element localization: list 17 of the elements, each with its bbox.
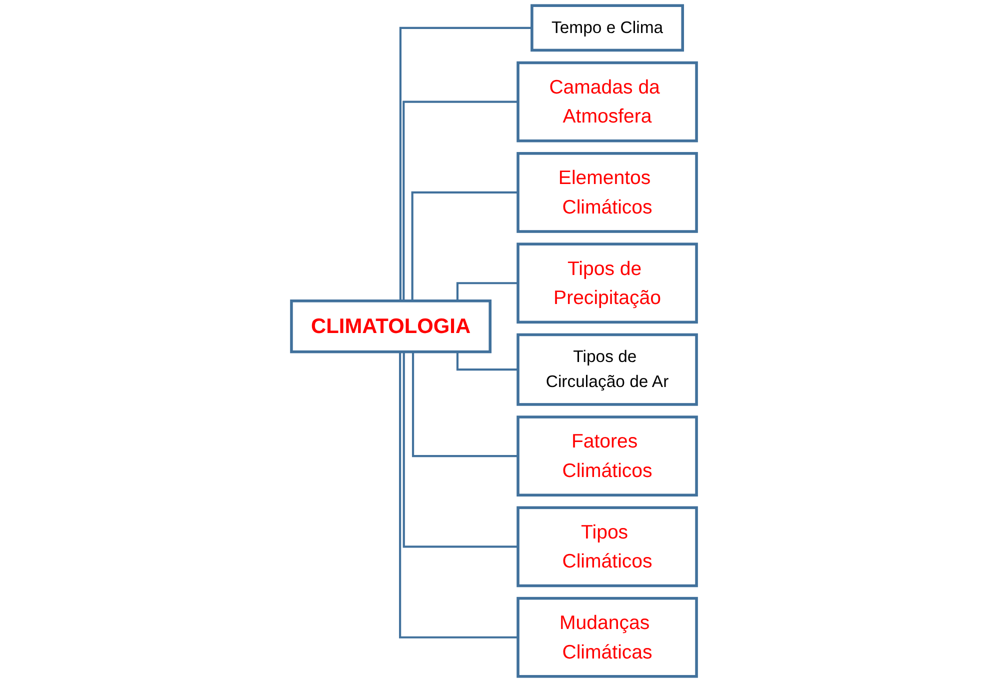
- connector: [412, 352, 518, 458]
- node-box: Elementos Climáticos: [516, 152, 698, 233]
- node-box: Tipos de Circulação de Ar: [516, 333, 698, 406]
- node-box: Tempo e Clima: [530, 4, 684, 52]
- node-box: Camadas da Atmosfera: [516, 61, 698, 142]
- connector: [402, 100, 518, 301]
- node-box: Fatores Climáticos: [516, 416, 698, 496]
- connector: [402, 352, 518, 548]
- connector: [411, 191, 518, 301]
- connector: [456, 282, 518, 301]
- connector: [456, 352, 518, 371]
- node-box: CLIMATOLOGIA: [290, 300, 492, 354]
- connector: [399, 352, 518, 638]
- connector: [399, 26, 532, 301]
- node-box: Tipos Climáticos: [516, 506, 698, 588]
- node-box: Mudanças Climáticas: [516, 596, 698, 678]
- node-box: Tipos de Precipitação: [516, 242, 698, 324]
